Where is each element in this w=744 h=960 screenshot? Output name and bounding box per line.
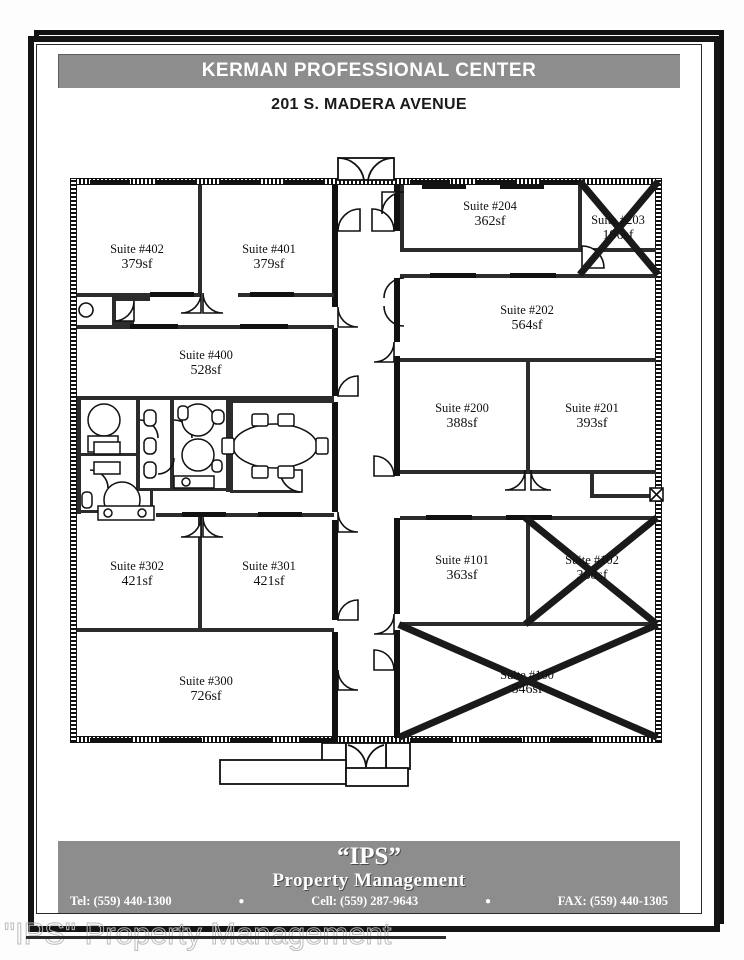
suite-label-200[interactable]: Suite #200 388sf bbox=[402, 401, 522, 432]
suite-name: Suite #202 bbox=[500, 303, 554, 317]
telephone-group[interactable]: Tel: (559) 440-1300 bbox=[70, 894, 172, 909]
suite-label-102[interactable]: Suite #102 368sf bbox=[532, 553, 652, 584]
suite-name: Suite #204 bbox=[463, 199, 517, 213]
suite-203-strikeout bbox=[577, 179, 661, 277]
suite-102-strikeout bbox=[523, 515, 659, 627]
cell-label: Cell: bbox=[311, 894, 337, 908]
page-frame-hairline bbox=[36, 44, 702, 914]
page-title: KERMAN PROFESSIONAL CENTER bbox=[58, 54, 680, 88]
company-logo: “IPS” bbox=[337, 843, 401, 870]
property-address: 201 S. MADERA AVENUE bbox=[271, 96, 467, 113]
suite-area: 363sf bbox=[446, 567, 478, 583]
suite-area: 379sf bbox=[253, 256, 285, 272]
suite-label-100[interactable]: Suite #100 846sf bbox=[467, 668, 587, 699]
suite-label-203[interactable]: Suite #203 196sf bbox=[558, 213, 678, 244]
fax-group: FAX: (559) 440-1305 bbox=[558, 894, 668, 909]
suite-label-400[interactable]: Suite #400 528sf bbox=[146, 348, 266, 379]
suite-label-300[interactable]: Suite #300 726sf bbox=[146, 674, 266, 705]
suite-label-402[interactable]: Suite #402 379sf bbox=[77, 242, 197, 273]
suite-area: 379sf bbox=[121, 256, 153, 272]
separator-bullet-2: ● bbox=[484, 896, 491, 907]
suite-name: Suite #300 bbox=[179, 674, 233, 688]
suite-area: 564sf bbox=[511, 317, 543, 333]
watermark-rule bbox=[26, 936, 446, 939]
suite-name: Suite #302 bbox=[110, 559, 164, 573]
telephone-number: (559) 440-1300 bbox=[93, 894, 172, 908]
plan-detail-overlay bbox=[78, 157, 664, 787]
floor-plan: Suite #402 379sf Suite #401 379sf Suite … bbox=[70, 157, 670, 787]
suite-area: 846sf bbox=[511, 682, 543, 698]
suite-label-101[interactable]: Suite #101 363sf bbox=[402, 553, 522, 584]
suite-area: 421sf bbox=[121, 573, 153, 589]
cell-group[interactable]: Cell: (559) 287-9643 bbox=[311, 894, 418, 909]
separator-bullet-1: ● bbox=[238, 896, 245, 907]
suite-area: 726sf bbox=[190, 688, 222, 704]
suite-label-401[interactable]: Suite #401 379sf bbox=[209, 242, 329, 273]
contact-row: Tel: (559) 440-1300 ● Cell: (559) 287-96… bbox=[58, 891, 680, 909]
suite-area: 528sf bbox=[190, 362, 222, 378]
suite-area: 393sf bbox=[576, 415, 608, 431]
footer-banner: “IPS” Property Management Tel: (559) 440… bbox=[58, 841, 680, 913]
suite-name: Suite #200 bbox=[435, 401, 489, 415]
suite-name: Suite #402 bbox=[110, 242, 164, 256]
suite-name: Suite #203 bbox=[591, 213, 645, 227]
suite-area: 368sf bbox=[576, 567, 608, 583]
suite-name: Suite #400 bbox=[179, 348, 233, 362]
suite-name: Suite #201 bbox=[565, 401, 619, 415]
suite-name: Suite #100 bbox=[500, 667, 554, 682]
suite-name: Suite #401 bbox=[242, 242, 296, 256]
company-name: Property Management bbox=[272, 870, 466, 891]
suite-label-204[interactable]: Suite #204 362sf bbox=[430, 199, 550, 230]
exterior-wall-west bbox=[70, 178, 77, 743]
suite-area: 421sf bbox=[253, 573, 285, 589]
suite-name: Suite #101 bbox=[435, 553, 489, 567]
fax-number: (559) 440-1305 bbox=[589, 894, 668, 908]
suite-label-302[interactable]: Suite #302 421sf bbox=[77, 559, 197, 590]
watermark-text: "IPS" Property Management bbox=[4, 916, 392, 952]
suite-area: 196sf bbox=[602, 227, 634, 243]
suite-label-301[interactable]: Suite #301 421sf bbox=[209, 559, 329, 590]
suite-label-202[interactable]: Suite #202 564sf bbox=[467, 303, 587, 334]
suite-name: Suite #102 bbox=[565, 553, 619, 567]
suite-100-strikeout bbox=[397, 621, 659, 741]
suite-area: 388sf bbox=[446, 415, 478, 431]
fax-label: FAX: bbox=[557, 894, 587, 908]
suite-label-201[interactable]: Suite #201 393sf bbox=[532, 401, 652, 432]
exterior-wall-east bbox=[655, 178, 662, 743]
telephone-label: Tel: bbox=[70, 894, 91, 908]
cell-number: (559) 287-9643 bbox=[340, 894, 419, 908]
suite-area: 362sf bbox=[474, 213, 506, 229]
suite-name: Suite #301 bbox=[242, 559, 296, 573]
